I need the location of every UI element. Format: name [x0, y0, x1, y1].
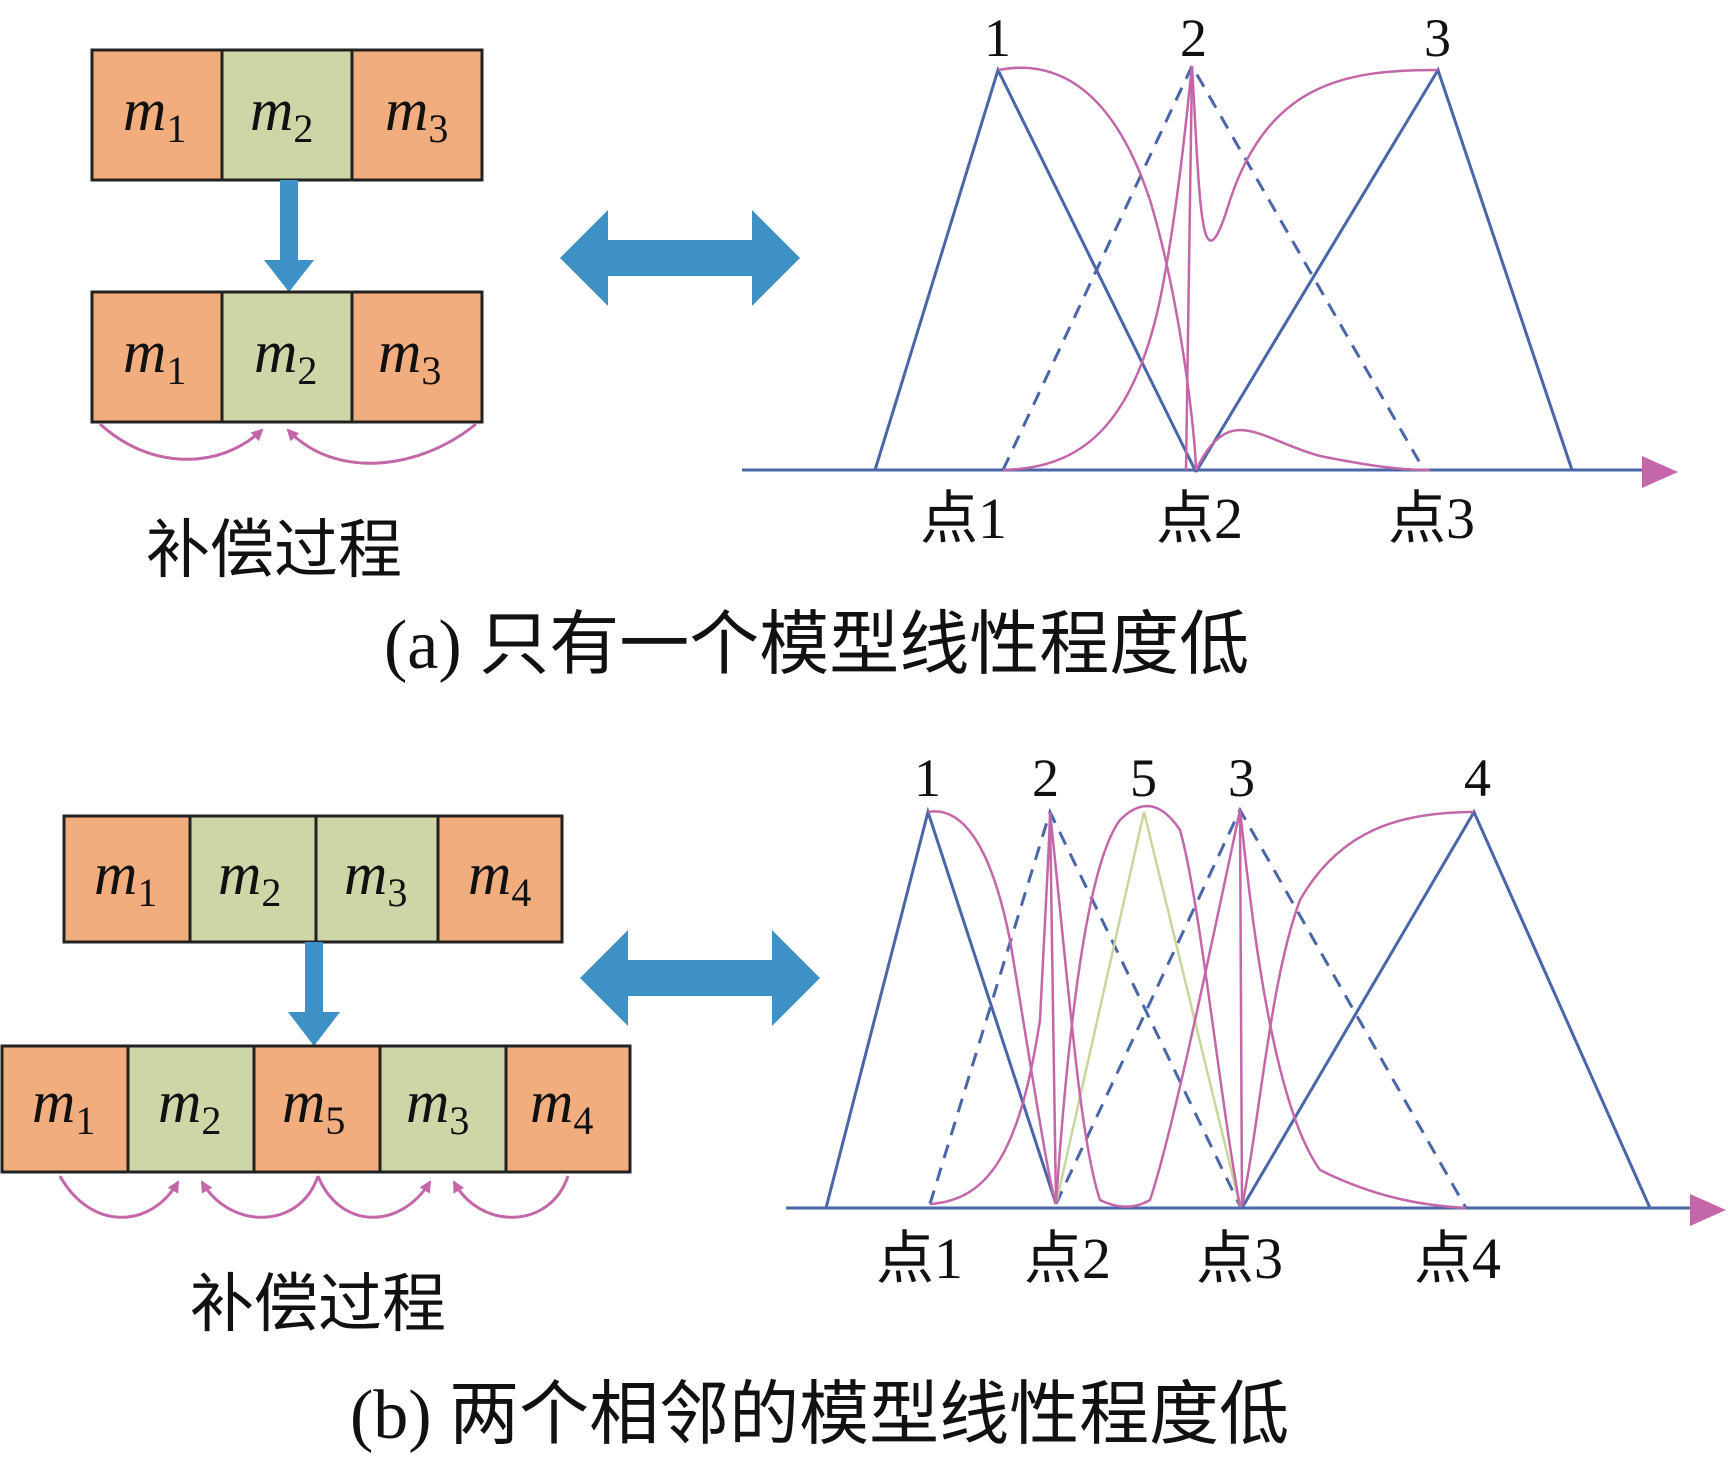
caption-b: (b) 两个相邻的模型线性程度低	[350, 1377, 1289, 1454]
cell-b-top-1	[62, 814, 192, 944]
process-label-a: 补偿过程	[146, 515, 402, 586]
cell-b-top-2-label: m2	[218, 841, 281, 915]
point-label-a-2: 点2	[1156, 486, 1243, 551]
panel-a: m1 m2 m3 m1 m2 m3 补偿过程	[90, 8, 1678, 684]
double-arrow-a	[560, 210, 800, 306]
peak-label-a-1: 1	[984, 8, 1011, 68]
cell-b-bot-3-label: m5	[282, 1069, 345, 1143]
cell-a-top-3-label: m3	[385, 77, 448, 151]
cell-a-top-1	[90, 48, 224, 182]
cell-b-top-2	[188, 814, 318, 944]
membership-chart-a: 1 2 3 点1 点2 点3	[742, 8, 1678, 551]
panel-b-top-row: m1 m2 m3 m4	[62, 814, 564, 944]
panel-b-bottom-row: m1 m2 m5 m3 m4	[0, 1044, 632, 1174]
membership-function-dashed-a	[1001, 62, 1426, 471]
membership-chart-b: 1 2 5 3 4 点1 点2 点3 点4	[786, 748, 1726, 1291]
cell-b-bot-1-label: m1	[32, 1069, 95, 1143]
cell-b-top-1-label: m1	[94, 841, 157, 915]
caption-a: (a) 只有一个模型线性程度低	[384, 607, 1249, 684]
cell-b-top-4	[436, 814, 564, 944]
x-axis-arrowhead-a	[1642, 456, 1678, 488]
point-label-a-1: 点1	[920, 486, 1007, 551]
compensation-arcs-b	[58, 1175, 570, 1219]
cell-b-bot-2-label: m2	[158, 1069, 221, 1143]
cell-b-bot-4	[378, 1044, 508, 1174]
peak-label-b-5: 5	[1130, 748, 1157, 808]
point-label-b-3: 点3	[1196, 1226, 1283, 1291]
peak-label-b-2: 2	[1032, 748, 1059, 808]
cell-b-top-3-label: m3	[344, 841, 407, 915]
cell-a-bot-1-label: m1	[123, 319, 186, 393]
membership-function-new-b	[1054, 811, 1242, 1207]
panel-b: m1 m2 m3 m4 m1 m2 m5 m3 m4	[0, 748, 1726, 1454]
membership-functions-solid-a	[873, 65, 1574, 473]
double-arrow-b	[580, 930, 820, 1026]
compensated-curves-a	[997, 65, 1439, 472]
cell-a-top-2	[220, 48, 354, 182]
cell-b-bot-5	[504, 1044, 632, 1174]
peak-label-b-1: 1	[914, 748, 941, 808]
cell-b-bot-5-label: m4	[530, 1069, 593, 1143]
cell-b-top-4-label: m4	[468, 841, 531, 915]
point-label-b-1: 点1	[876, 1226, 963, 1291]
cell-b-bot-1	[0, 1044, 130, 1174]
panel-a-top-row: m1 m2 m3	[90, 48, 484, 182]
down-arrow-a	[264, 180, 314, 292]
cell-a-bot-3	[350, 290, 484, 424]
peak-label-a-2: 2	[1180, 8, 1207, 68]
cell-b-bot-2	[126, 1044, 256, 1174]
point-label-a-3: 点3	[1388, 486, 1475, 551]
point-label-b-4: 点4	[1414, 1226, 1501, 1291]
cell-a-top-3	[350, 48, 484, 182]
compensation-arcs-a	[98, 422, 477, 465]
peak-label-b-3: 3	[1228, 748, 1255, 808]
point-label-b-2: 点2	[1024, 1226, 1111, 1291]
compensated-curves-b	[927, 804, 1475, 1210]
cell-a-top-2-label: m2	[250, 77, 313, 151]
cell-a-bot-2-label: m2	[254, 319, 317, 393]
x-axis-arrowhead-b	[1690, 1194, 1726, 1226]
peak-label-b-4: 4	[1464, 748, 1491, 808]
membership-functions-solid-b	[824, 806, 1652, 1209]
cell-a-bot-3-label: m3	[378, 319, 441, 393]
cell-b-top-3	[314, 814, 440, 944]
down-arrow-b	[288, 942, 340, 1046]
panel-a-bottom-row: m1 m2 m3	[90, 290, 484, 424]
process-label-b: 补偿过程	[190, 1269, 446, 1340]
cell-b-bot-4-label: m3	[406, 1069, 469, 1143]
cell-a-top-1-label: m1	[123, 77, 186, 151]
peak-label-a-3: 3	[1424, 8, 1451, 68]
